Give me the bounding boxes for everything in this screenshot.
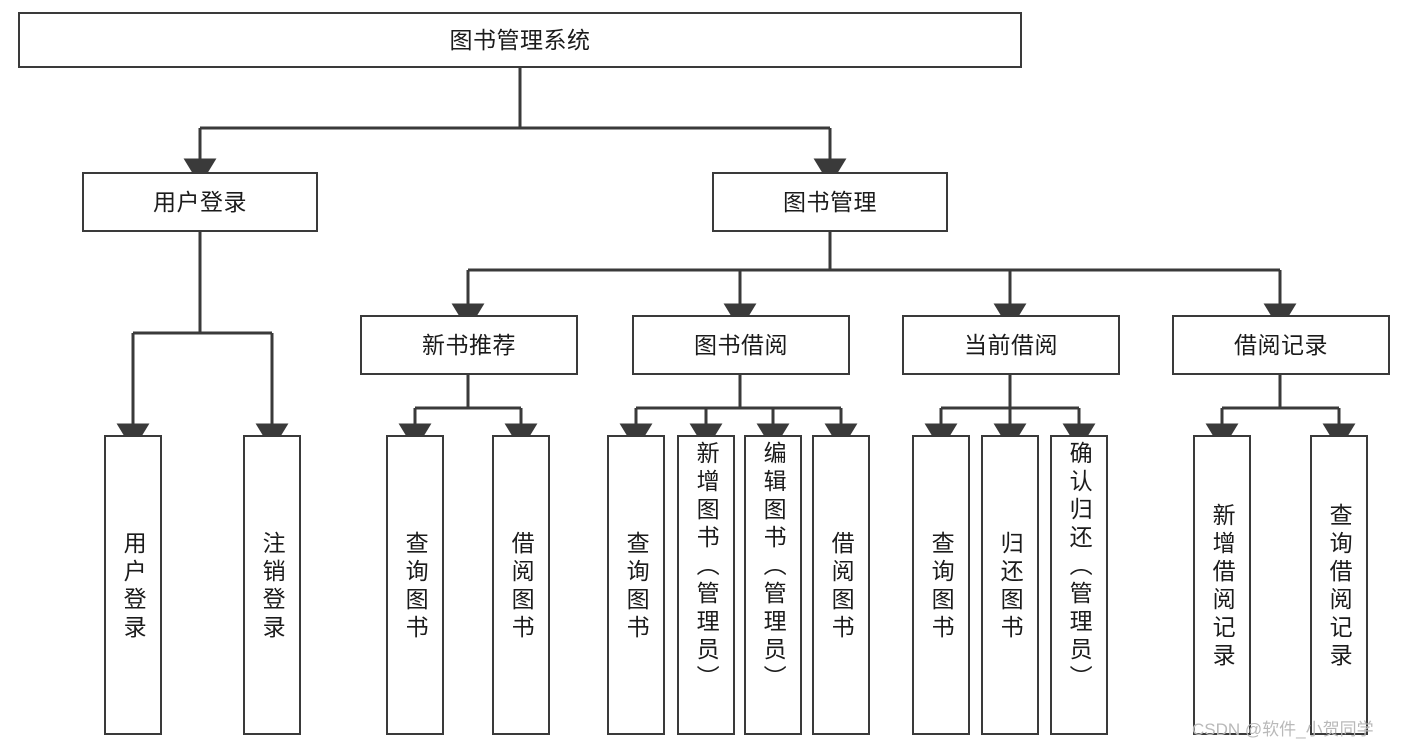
csdn-watermark: CSDN @软件_小贺同学 bbox=[1192, 720, 1374, 739]
leaf-label: 确认归还（管理员） bbox=[1066, 441, 1093, 693]
node-book-borrow[interactable]: 图书借阅 bbox=[632, 315, 850, 375]
leaf-label: 查询图书 bbox=[623, 531, 650, 643]
node-new-book-recommend-label: 新书推荐 bbox=[422, 331, 516, 358]
node-root-label: 图书管理系统 bbox=[449, 26, 591, 53]
leaf-label: 借阅图书 bbox=[508, 531, 535, 643]
node-user-login[interactable]: 用户登录 bbox=[82, 172, 318, 232]
leaf-label: 注销登录 bbox=[259, 531, 286, 643]
leaf-label: 用户登录 bbox=[120, 531, 147, 643]
node-borrow-record[interactable]: 借阅记录 bbox=[1172, 315, 1390, 375]
leaf-label: 查询借阅记录 bbox=[1326, 503, 1353, 671]
leaf-current-borrow-query[interactable]: 查询图书 bbox=[912, 435, 970, 735]
node-new-book-recommend[interactable]: 新书推荐 bbox=[360, 315, 578, 375]
leaf-borrow-record-add[interactable]: 新增借阅记录 bbox=[1193, 435, 1251, 735]
leaf-label: 归还图书 bbox=[997, 531, 1024, 643]
leaf-user-login-login[interactable]: 用户登录 bbox=[104, 435, 162, 735]
node-borrow-record-label: 借阅记录 bbox=[1234, 331, 1328, 358]
leaf-label: 新增借阅记录 bbox=[1209, 503, 1236, 671]
leaf-user-login-logout[interactable]: 注销登录 bbox=[243, 435, 301, 735]
node-user-login-label: 用户登录 bbox=[153, 188, 247, 215]
leaf-label: 查询图书 bbox=[928, 531, 955, 643]
leaf-label: 新增图书（管理员） bbox=[693, 441, 720, 693]
node-book-borrow-label: 图书借阅 bbox=[694, 331, 788, 358]
node-root[interactable]: 图书管理系统 bbox=[18, 12, 1022, 68]
node-current-borrow-label: 当前借阅 bbox=[964, 331, 1058, 358]
leaf-book-borrow-query[interactable]: 查询图书 bbox=[607, 435, 665, 735]
node-current-borrow[interactable]: 当前借阅 bbox=[902, 315, 1120, 375]
leaf-new-book-borrow[interactable]: 借阅图书 bbox=[492, 435, 550, 735]
leaf-label: 编辑图书（管理员） bbox=[760, 441, 787, 693]
leaf-new-book-query[interactable]: 查询图书 bbox=[386, 435, 444, 735]
leaf-book-borrow-borrow[interactable]: 借阅图书 bbox=[812, 435, 870, 735]
node-book-management[interactable]: 图书管理 bbox=[712, 172, 948, 232]
leaf-label: 借阅图书 bbox=[828, 531, 855, 643]
leaf-book-borrow-edit[interactable]: 编辑图书（管理员） bbox=[744, 435, 802, 735]
leaf-current-borrow-return[interactable]: 归还图书 bbox=[981, 435, 1039, 735]
leaf-current-borrow-confirm-return[interactable]: 确认归还（管理员） bbox=[1050, 435, 1108, 735]
leaf-book-borrow-add[interactable]: 新增图书（管理员） bbox=[677, 435, 735, 735]
leaf-label: 查询图书 bbox=[402, 531, 429, 643]
node-book-management-label: 图书管理 bbox=[783, 188, 877, 215]
leaf-borrow-record-query[interactable]: 查询借阅记录 bbox=[1310, 435, 1368, 735]
